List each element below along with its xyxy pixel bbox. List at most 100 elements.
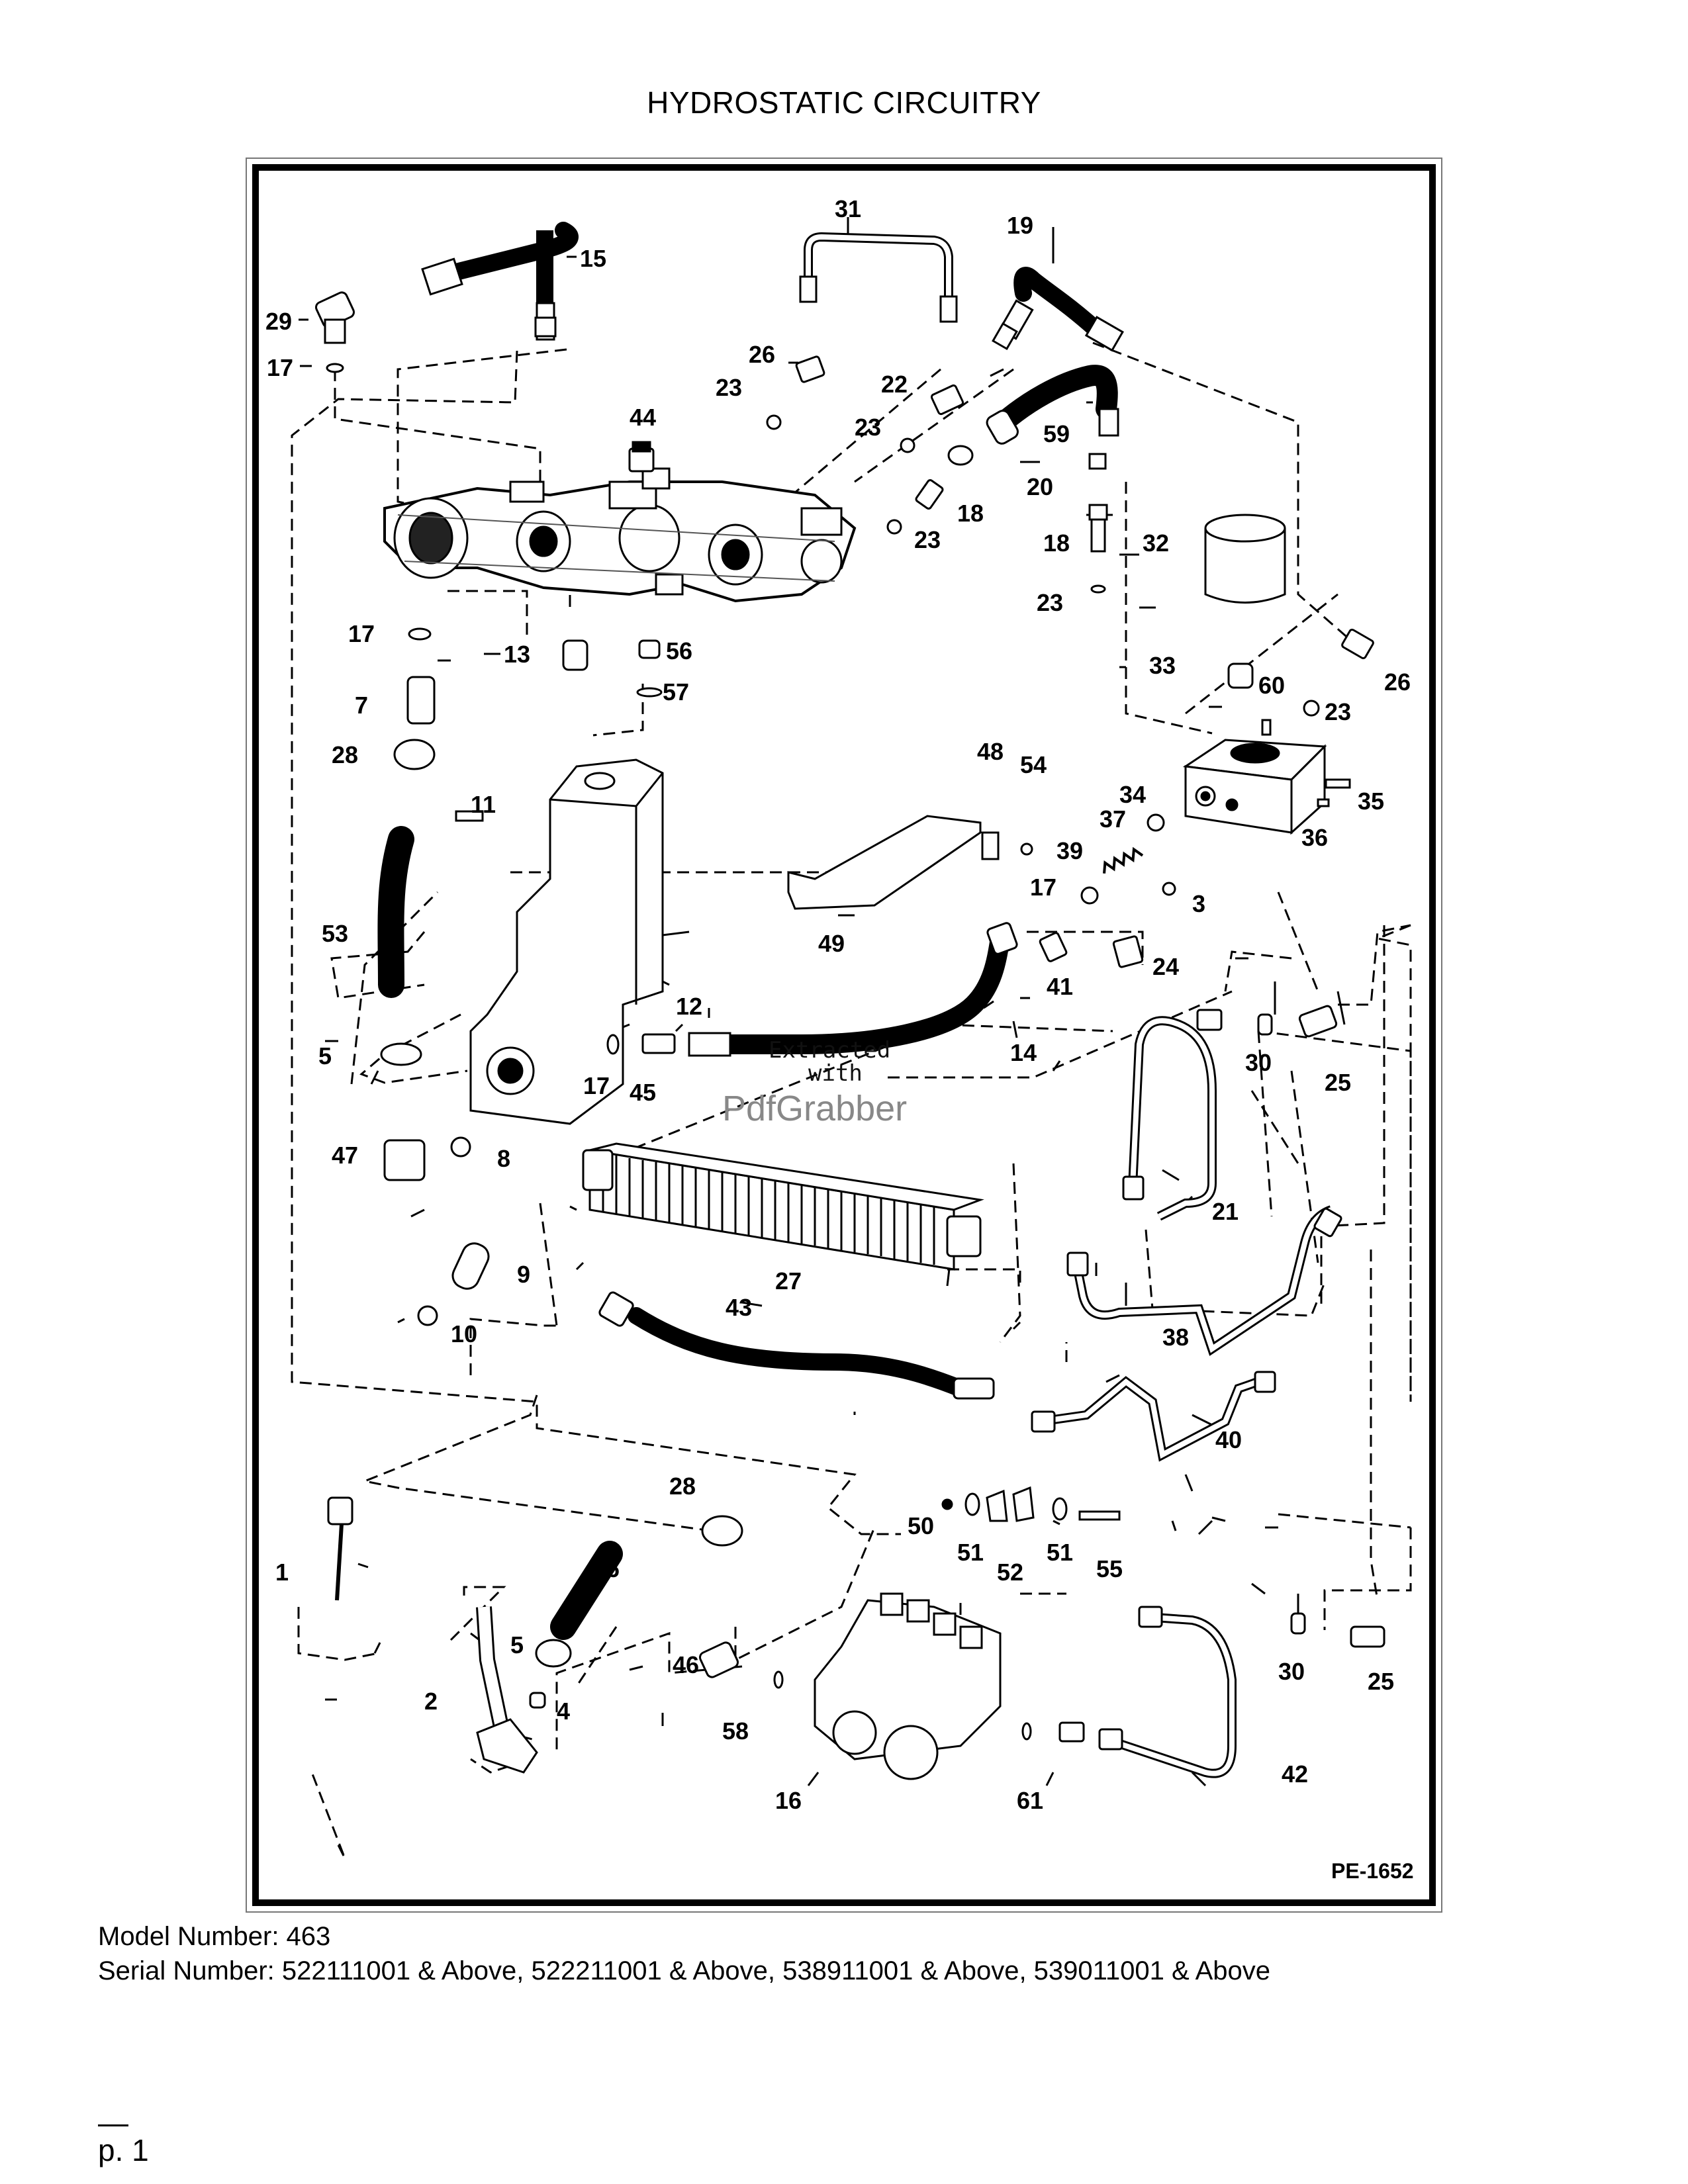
serial-number: Serial Number: 522111001 & Above, 522211… xyxy=(98,1956,1271,1985)
o-ring-part-23-a xyxy=(766,414,782,430)
o-ring-part-17-b xyxy=(408,627,432,641)
callout-58: 58 xyxy=(722,1717,749,1745)
o-ring-part-17-d xyxy=(606,1034,620,1055)
nut-part-54 xyxy=(1020,842,1033,856)
callout-5: 5 xyxy=(510,1631,524,1659)
fitting-part-41 xyxy=(1039,932,1068,962)
adapter-part-33 xyxy=(1227,662,1254,689)
steel-line-part-38 xyxy=(1066,1205,1342,1356)
figure-outer-border xyxy=(246,158,1442,1913)
o-ring-part-17-top xyxy=(326,363,344,373)
page-title: HYDROSTATIC CIRCUITRY xyxy=(647,85,1041,120)
callout-43: 43 xyxy=(726,1294,752,1321)
callout-57: 57 xyxy=(663,678,689,705)
fitting-part-25-bottom xyxy=(1350,1625,1385,1648)
callout-35: 35 xyxy=(1358,788,1384,815)
washer-part-51-right xyxy=(1052,1497,1068,1521)
clamp-part-48 xyxy=(981,831,1000,860)
hydrostatic-circuit-diagram: 29 17 15 31 19 26 23 22 23 59 44 20 18 2… xyxy=(265,195,1414,1883)
callout-16: 16 xyxy=(775,1787,802,1814)
reservoir-part-12 xyxy=(469,758,664,1125)
washer-part-51-left xyxy=(964,1492,980,1516)
plug-part-35 xyxy=(1325,778,1351,789)
figure-frame xyxy=(252,164,1436,1906)
elbow-fitting-part-24 xyxy=(1112,935,1144,968)
callout-30: 30 xyxy=(1278,1658,1305,1685)
tandem-pump-part-44 xyxy=(383,441,857,603)
callout-12: 12 xyxy=(676,993,702,1020)
steel-line-part-21 xyxy=(1122,1009,1223,1221)
hose-part-6 xyxy=(550,1541,623,1640)
callout-3: 3 xyxy=(1192,890,1205,917)
o-ring-part-23-e xyxy=(1303,700,1320,717)
page-number: p. 1 xyxy=(98,2133,149,2167)
callout-55: 55 xyxy=(1096,1555,1123,1582)
fitting-part-4 xyxy=(529,1692,546,1709)
callout-23: 23 xyxy=(716,374,742,401)
callout-23: 23 xyxy=(914,526,941,553)
callout-27: 27 xyxy=(775,1267,802,1295)
elbow-fitting-part-26-top xyxy=(795,355,825,383)
callout-41: 41 xyxy=(1047,973,1073,1000)
callout-5: 5 xyxy=(318,1042,332,1069)
callout-18: 18 xyxy=(957,500,984,527)
clamp-part-5-bottom xyxy=(535,1639,572,1668)
plug-part-56 xyxy=(638,639,661,659)
nut-part-50 xyxy=(941,1498,953,1510)
fitting-part-18-b xyxy=(1090,517,1106,553)
callout-25: 25 xyxy=(1368,1668,1394,1695)
clamp-part-28-bottom xyxy=(701,1515,743,1547)
o-ring-part-10 xyxy=(417,1305,438,1326)
callout-19: 19 xyxy=(1007,212,1033,239)
callout-11: 11 xyxy=(471,791,496,818)
callout-39: 39 xyxy=(1056,837,1083,864)
callout-10: 10 xyxy=(451,1320,477,1347)
callout-7: 7 xyxy=(355,692,368,719)
callout-44: 44 xyxy=(630,404,656,431)
callout-14: 14 xyxy=(1010,1039,1037,1066)
callout-21: 21 xyxy=(1212,1198,1239,1225)
callout-56: 56 xyxy=(666,637,692,664)
callout-18: 18 xyxy=(1043,529,1070,557)
elbow-fitting-part-46 xyxy=(699,1641,739,1678)
callout-20: 20 xyxy=(1027,473,1053,500)
elbow-fitting-part-26-right xyxy=(1341,628,1374,660)
callout-26: 26 xyxy=(749,341,775,368)
ball-part-3 xyxy=(1162,882,1176,896)
clamp-part-20 xyxy=(947,445,974,466)
callout-45: 45 xyxy=(630,1079,656,1106)
steel-line-part-40 xyxy=(1031,1371,1276,1462)
bolt-part-11 xyxy=(455,810,484,822)
callout-17: 17 xyxy=(348,620,375,647)
plug-part-60 xyxy=(1261,719,1272,736)
oil-cooler-part-27 xyxy=(582,1142,984,1271)
callout-34: 34 xyxy=(1119,781,1146,808)
callout-46: 46 xyxy=(673,1651,699,1678)
elbow-fitting-part-29 xyxy=(315,291,355,344)
o-ring-part-58 xyxy=(773,1670,784,1689)
elbow-fitting-part-22 xyxy=(930,384,964,416)
tube-part-9 xyxy=(451,1242,490,1290)
dipstick-part-1 xyxy=(327,1496,353,1601)
clamp-part-30-bottom xyxy=(1290,1612,1306,1635)
callout-32: 32 xyxy=(1143,529,1169,557)
callout-51: 51 xyxy=(1047,1539,1073,1566)
o-ring-part-23-b xyxy=(900,437,915,453)
o-ring-part-8 xyxy=(450,1136,471,1158)
callout-26: 26 xyxy=(1384,668,1411,696)
o-ring-part-57 xyxy=(636,687,663,698)
callout-54: 54 xyxy=(1020,751,1047,778)
callout-38: 38 xyxy=(1162,1324,1189,1351)
footer-divider xyxy=(98,2124,128,2126)
clamp-part-5-top xyxy=(380,1042,422,1066)
hose-part-53 xyxy=(377,826,414,998)
callout-2: 2 xyxy=(424,1688,438,1715)
callout-15: 15 xyxy=(580,245,606,272)
callout-52: 52 xyxy=(997,1559,1023,1586)
callout-60: 60 xyxy=(1258,672,1285,699)
callout-50: 50 xyxy=(908,1512,934,1539)
callout-40: 40 xyxy=(1215,1426,1242,1453)
callout-42: 42 xyxy=(1282,1760,1308,1788)
callout-17: 17 xyxy=(1030,874,1056,901)
callout-6: 6 xyxy=(606,1555,620,1582)
